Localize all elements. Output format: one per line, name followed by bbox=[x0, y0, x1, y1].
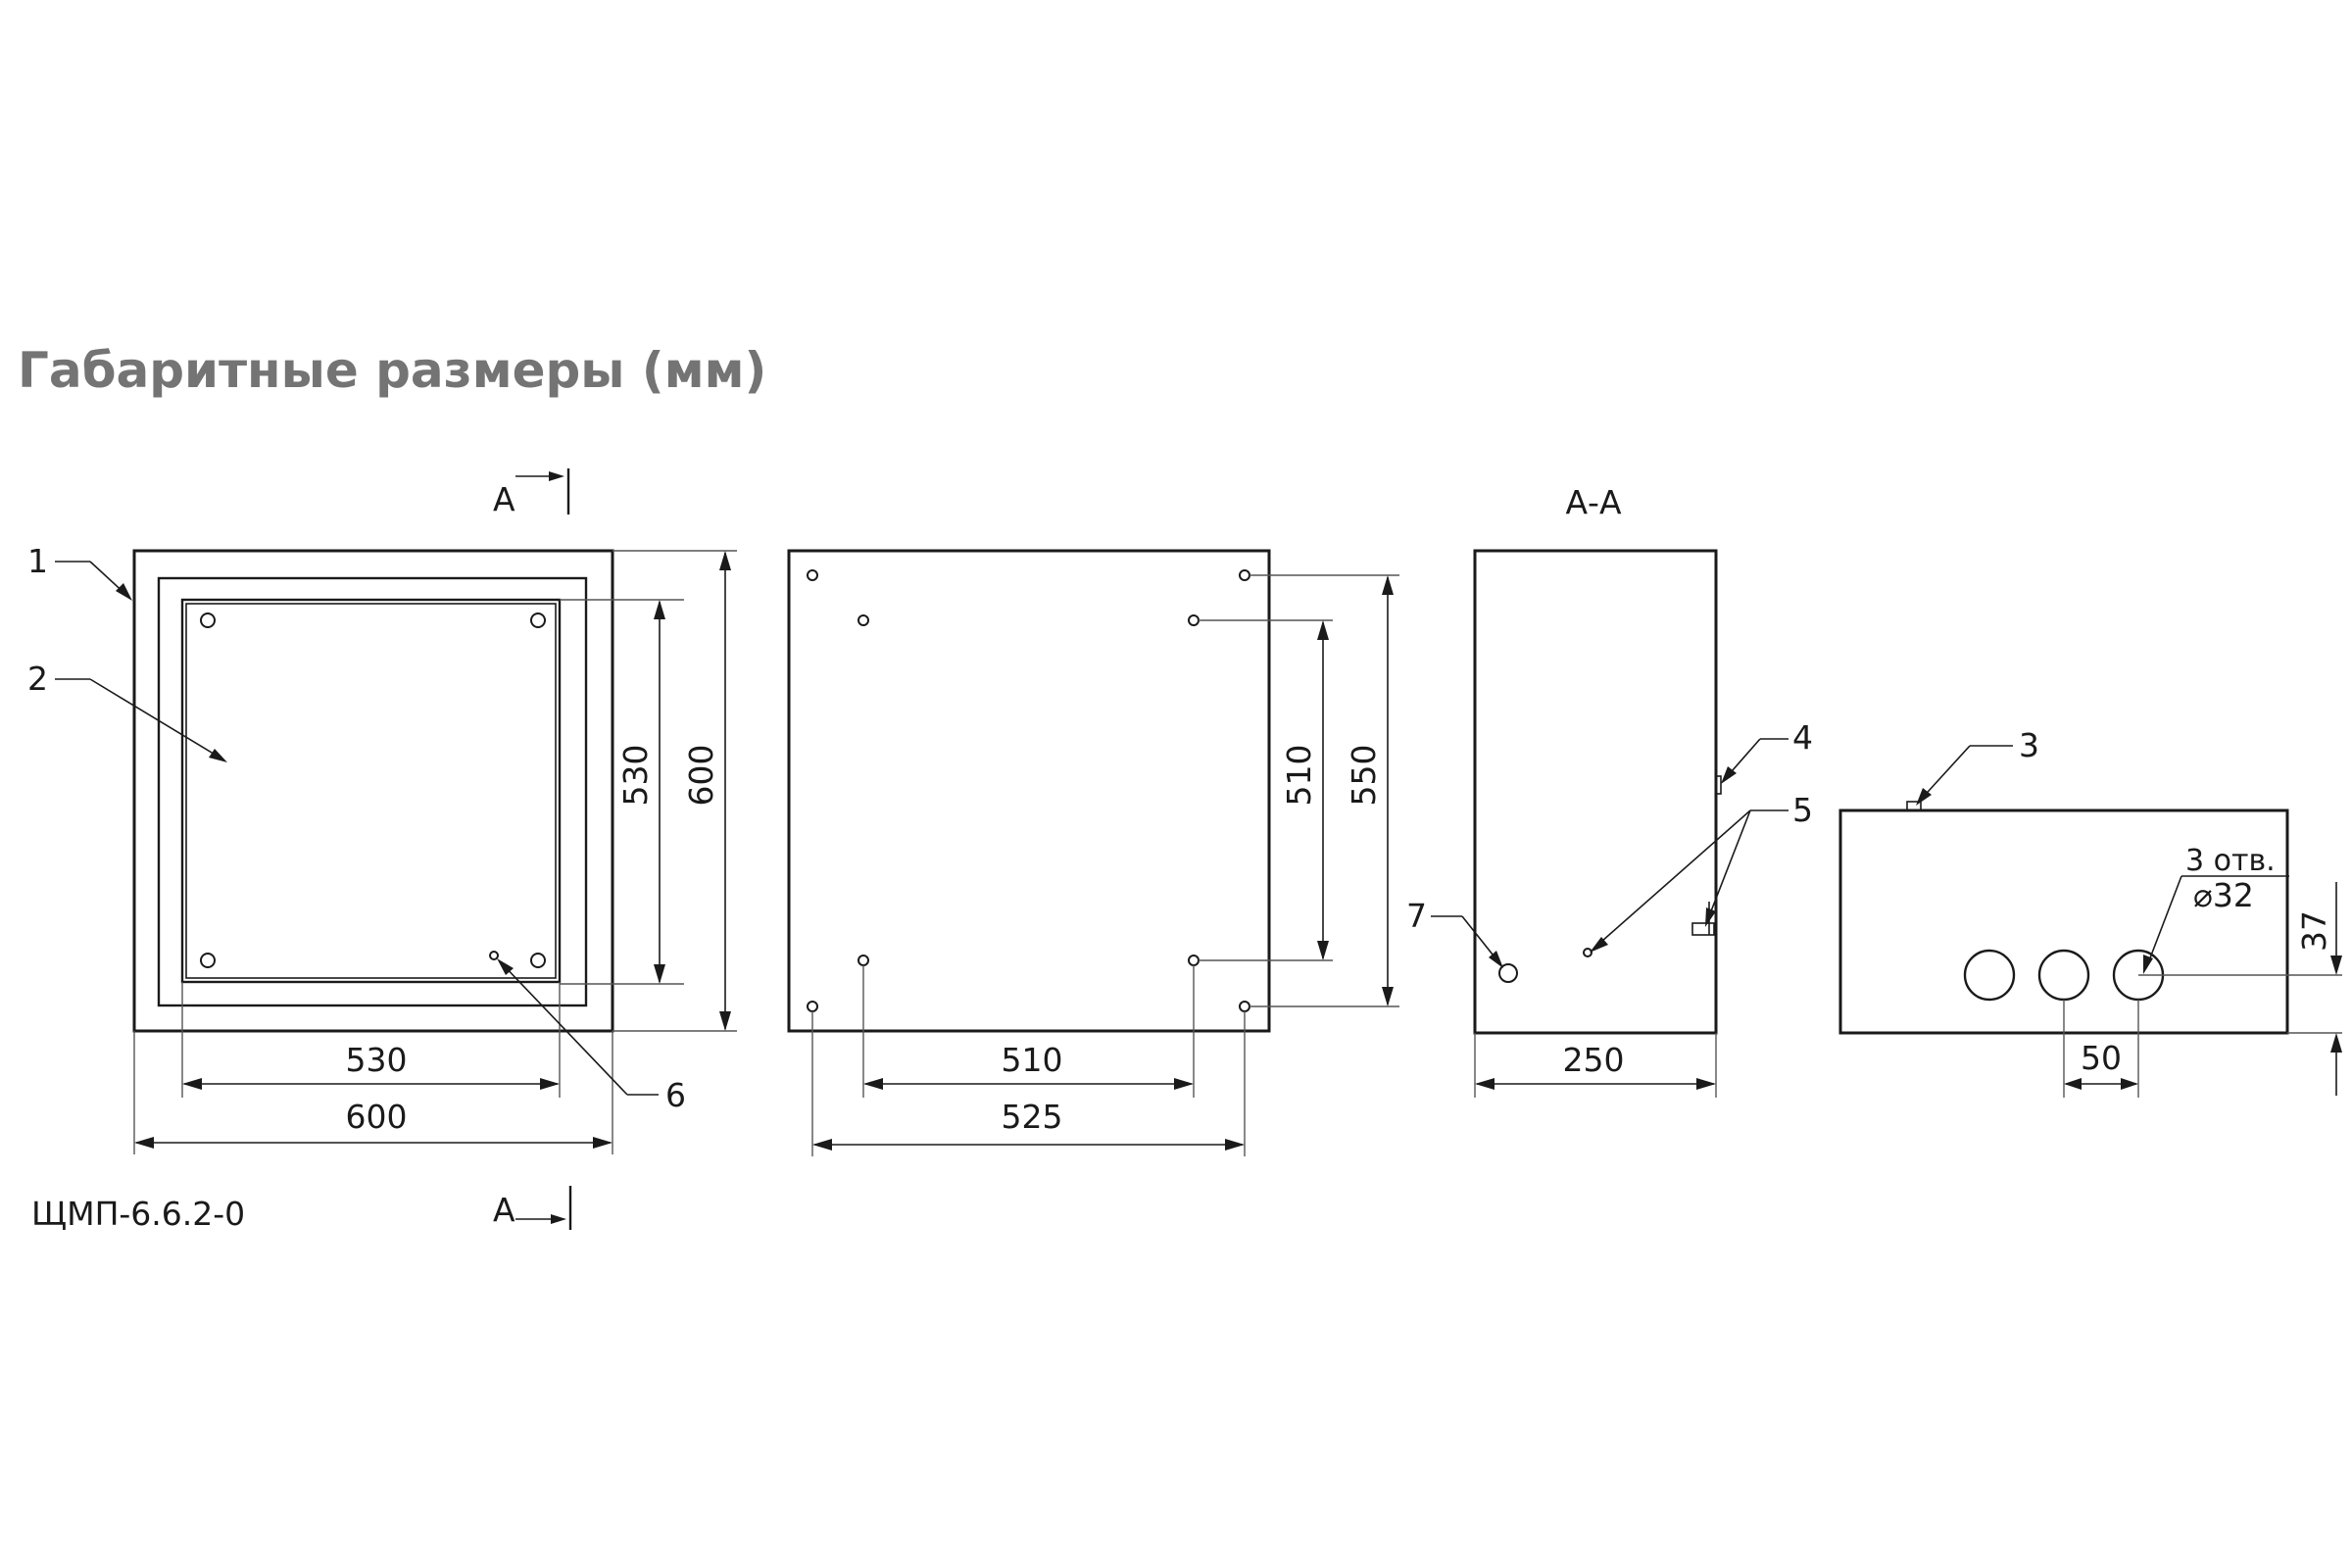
back-hole bbox=[1188, 614, 1200, 626]
dim-arrow bbox=[1382, 575, 1394, 595]
front-hole-bl bbox=[200, 953, 216, 968]
section-view: А-А 250 4 5 7 bbox=[1406, 483, 1813, 1098]
leader-arrow bbox=[2143, 955, 2153, 974]
leader-5 bbox=[1706, 809, 1751, 922]
cut-mark-arrow bbox=[549, 471, 564, 481]
back-dim-outer-width: 525 bbox=[1002, 1098, 1063, 1136]
section-hinge bbox=[1715, 775, 1722, 795]
front-hole-small bbox=[489, 951, 499, 960]
dim-arrow bbox=[540, 1078, 560, 1090]
leader-arrow bbox=[1590, 937, 1608, 953]
callout-4: 4 bbox=[1792, 718, 1813, 757]
back-hole bbox=[807, 569, 818, 581]
callout-2: 2 bbox=[27, 660, 48, 698]
section-dim-depth: 250 bbox=[1563, 1041, 1625, 1079]
section-lock bbox=[1498, 963, 1518, 983]
front-dim-outer-height: 600 bbox=[682, 745, 720, 807]
leader-arrow bbox=[1489, 951, 1503, 968]
holes-note-count: 3 отв. bbox=[2185, 844, 2276, 878]
front-dim-inner-width: 530 bbox=[346, 1041, 408, 1079]
dim-arrow bbox=[2121, 1078, 2138, 1090]
front-mounting-panel bbox=[180, 598, 562, 984]
cut-mark-arrow bbox=[551, 1214, 566, 1224]
page-title: Габаритные размеры (мм) bbox=[18, 342, 766, 399]
cable-entry-hole bbox=[1963, 949, 2016, 1002]
model-label: ЩМП-6.6.2-0 bbox=[31, 1195, 245, 1233]
dim-arrow bbox=[182, 1078, 202, 1090]
front-hole-tr bbox=[530, 612, 546, 628]
section-bracket bbox=[1691, 922, 1715, 936]
callout-1: 1 bbox=[27, 542, 48, 580]
back-hole bbox=[858, 614, 869, 626]
back-view: 510 550 510 525 bbox=[787, 549, 1399, 1156]
back-hole bbox=[858, 955, 869, 966]
callout-5: 5 bbox=[1792, 791, 1813, 829]
dim-arrow bbox=[1225, 1139, 1245, 1151]
bottom-view: 3 3 отв. ⌀32 37 50 bbox=[1838, 726, 2342, 1098]
back-body bbox=[787, 549, 1271, 1033]
front-hole-br bbox=[530, 953, 546, 968]
front-dim-outer-width: 600 bbox=[346, 1098, 408, 1136]
leader-2 bbox=[89, 678, 222, 760]
dim-arrow bbox=[1475, 1078, 1494, 1090]
bottom-dim-pitch: 50 bbox=[2081, 1039, 2122, 1077]
dim-arrow bbox=[593, 1137, 612, 1149]
section-label: А-А bbox=[1565, 483, 1621, 521]
dim-arrow bbox=[1696, 1078, 1716, 1090]
callout-6: 6 bbox=[665, 1076, 686, 1114]
leader-arrow bbox=[1721, 766, 1737, 784]
front-mounting-panel-inner bbox=[185, 603, 557, 979]
dim-arrow bbox=[2330, 956, 2342, 975]
back-hole bbox=[1239, 569, 1250, 581]
holes-note-diameter: ⌀32 bbox=[2193, 876, 2254, 914]
dim-arrow bbox=[2064, 1078, 2082, 1090]
front-dim-inner-height: 530 bbox=[616, 745, 655, 807]
dim-arrow bbox=[654, 600, 665, 619]
front-view: 530 600 530 600 А А 1 2 bbox=[27, 468, 737, 1233]
leader-5 bbox=[1592, 809, 1751, 950]
dim-arrow bbox=[2330, 1033, 2342, 1053]
back-dim-inner-height: 510 bbox=[1280, 745, 1318, 807]
front-hole-tl bbox=[200, 612, 216, 628]
dim-arrow bbox=[812, 1139, 832, 1151]
cut-mark-bottom-letter: А bbox=[493, 1191, 515, 1229]
dim-arrow bbox=[1382, 987, 1394, 1006]
holes-note-leader bbox=[2145, 875, 2182, 969]
front-outer-body bbox=[132, 549, 614, 1033]
dim-arrow bbox=[134, 1137, 154, 1149]
section-body bbox=[1473, 549, 1718, 1035]
section-fastener bbox=[1583, 948, 1592, 957]
back-dim-outer-height: 550 bbox=[1345, 745, 1383, 807]
back-hole bbox=[1239, 1001, 1250, 1012]
dim-arrow bbox=[1317, 620, 1329, 640]
back-hole bbox=[807, 1001, 818, 1012]
leader-arrow bbox=[116, 583, 132, 601]
leader-arrow bbox=[1916, 788, 1932, 806]
bottom-dim-offset: 37 bbox=[2295, 910, 2333, 952]
cut-mark-top-letter: А bbox=[493, 480, 515, 518]
dim-arrow bbox=[1317, 941, 1329, 960]
dim-arrow bbox=[719, 1011, 731, 1031]
front-door-frame bbox=[157, 576, 588, 1007]
dim-arrow bbox=[863, 1078, 883, 1090]
callout-7: 7 bbox=[1406, 897, 1427, 935]
bottom-hinge bbox=[1906, 801, 1922, 811]
cable-entry-hole bbox=[2037, 949, 2090, 1002]
dim-arrow bbox=[1174, 1078, 1194, 1090]
leader-arrow bbox=[1705, 907, 1716, 927]
back-dim-inner-width: 510 bbox=[1002, 1041, 1063, 1079]
leader-6 bbox=[500, 961, 628, 1096]
dim-arrow bbox=[719, 551, 731, 570]
callout-3: 3 bbox=[2019, 726, 2039, 764]
leader-arrow bbox=[497, 958, 514, 975]
dim-arrow bbox=[654, 964, 665, 984]
back-hole bbox=[1188, 955, 1200, 966]
leader-arrow bbox=[209, 749, 227, 762]
